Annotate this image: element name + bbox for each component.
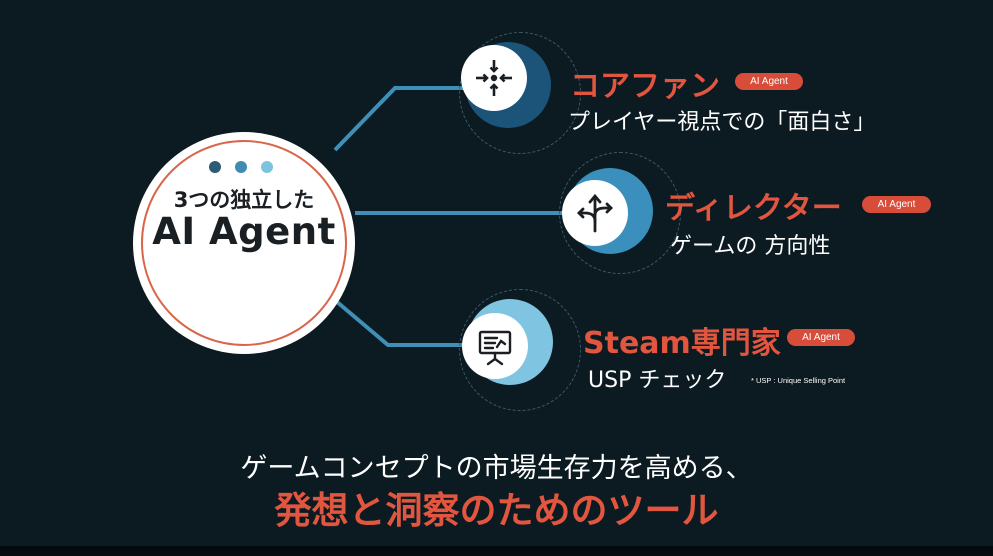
dashed-ring [459, 289, 581, 411]
dot-2 [235, 161, 247, 173]
director-description: ゲームの 方向性 [670, 234, 831, 259]
center-inner-ring [141, 140, 347, 346]
connector-to-core-fan [333, 86, 470, 152]
director-badge: AI Agent [862, 196, 931, 213]
dashed-ring [559, 152, 681, 274]
director-node [545, 150, 681, 280]
core-fan-description: プレイヤー視点での「面白さ」 [568, 110, 876, 135]
core-fan-title: コアファン [570, 69, 720, 104]
dot-3 [261, 161, 273, 173]
steam-expert-title: Steam専門家 [583, 326, 781, 361]
bottom-strip [0, 546, 993, 556]
focus-crosshair-icon [461, 45, 527, 111]
tagline: ゲームコンセプトの市場生存力を高める、 [240, 453, 753, 484]
director-title: ディレクター [665, 191, 842, 226]
center-dots [209, 161, 279, 173]
core-fan-badge: AI Agent [735, 73, 803, 90]
dashed-ring [459, 32, 581, 154]
center-title: AI Agent [152, 210, 336, 253]
presentation-board-icon [462, 313, 528, 379]
center-subtitle: 3つの独立した [173, 188, 315, 212]
steam-expert-badge: AI Agent [787, 329, 855, 346]
steam-expert-node [445, 285, 581, 415]
center-circle: 3つの独立した AI Agent [133, 132, 355, 354]
headline: 発想と洞察のためのツール [274, 489, 719, 532]
core-fan-node [445, 28, 581, 158]
usp-footnote: * USP : Unique Selling Point [751, 376, 846, 385]
steam-expert-description: USP チェック [588, 368, 727, 393]
connector-to-steam-expert [328, 294, 470, 347]
dot-1 [209, 161, 221, 173]
direction-split-arrows-icon [562, 180, 628, 246]
